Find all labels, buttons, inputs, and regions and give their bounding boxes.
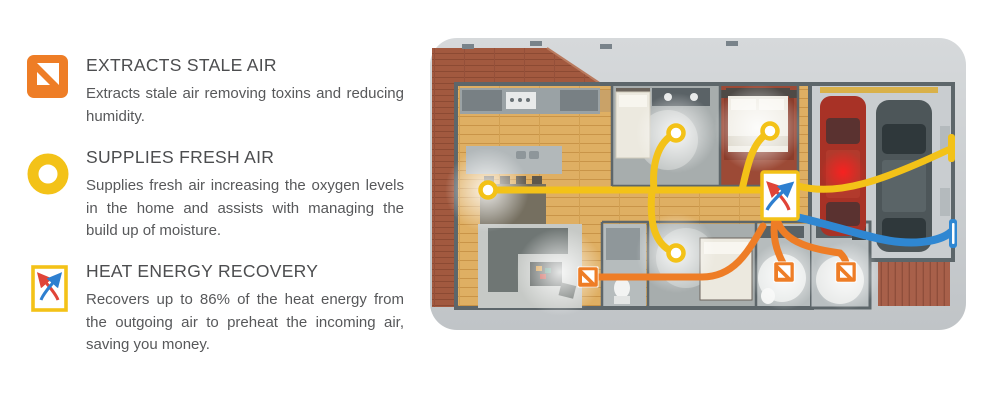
legend-title-extract: EXTRACTS STALE AIR bbox=[86, 55, 277, 75]
exterior-intake-vent bbox=[949, 219, 957, 248]
heat-energy-recovery-icon bbox=[31, 265, 68, 317]
legend-item-supply: SUPPLIES FRESH AIR Supplies fresh air in… bbox=[0, 147, 432, 243]
legend-desc-extract: Extracts stale air removing toxins and r… bbox=[86, 85, 404, 125]
extract-vent-bathroom-a bbox=[773, 261, 795, 283]
exterior-exhaust-vent bbox=[948, 134, 955, 162]
supply-outlet-kitchen bbox=[478, 180, 498, 200]
bathroom-middle bbox=[602, 224, 646, 306]
extract-stale-air-icon bbox=[27, 55, 68, 103]
intake-duct bbox=[783, 211, 955, 247]
extract-vent-living bbox=[577, 266, 599, 288]
legend-desc-recovery: Recovers up to 86% of the heat energy fr… bbox=[86, 291, 404, 353]
supply-outlet-master-bedroom bbox=[760, 121, 780, 141]
supply-outlets bbox=[478, 121, 780, 263]
extract-ducts bbox=[586, 215, 850, 281]
legend-item-recovery: HEAT ENERGY RECOVERY Recovers up to 86% … bbox=[0, 261, 432, 357]
red-car bbox=[820, 96, 866, 236]
legend-desc-supply: Supplies fresh air increasing the oxygen… bbox=[86, 177, 404, 239]
extract-vent-bathroom-b bbox=[835, 261, 857, 283]
supplies-fresh-air-icon bbox=[27, 153, 69, 200]
heat-exchanger-unit bbox=[760, 170, 800, 221]
legend-title-recovery: HEAT ENERGY RECOVERY bbox=[86, 261, 319, 281]
house-interior bbox=[454, 82, 955, 310]
legend-item-extract: EXTRACTS STALE AIR Extracts stale air re… bbox=[0, 55, 432, 128]
supply-outlet-bedroom-three bbox=[666, 243, 686, 263]
supply-outlet-bedroom-one bbox=[666, 123, 686, 143]
legend-title-supply: SUPPLIES FRESH AIR bbox=[86, 147, 275, 167]
